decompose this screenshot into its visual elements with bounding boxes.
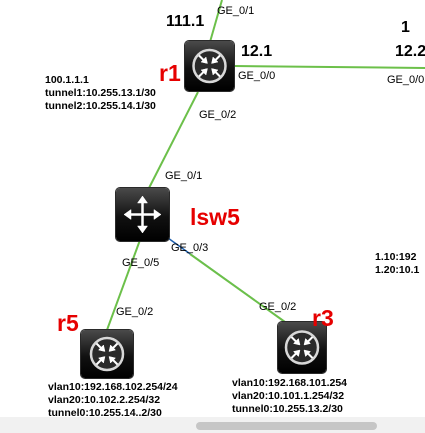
scrollbar-thumb[interactable]	[196, 422, 377, 430]
link-r1-lsw5	[148, 91, 199, 189]
r5-vlan10: vlan10:192.168.102.254/24	[48, 381, 178, 393]
router-r3[interactable]	[278, 322, 326, 373]
r1-address-right: 12.1	[241, 43, 273, 60]
router-r1[interactable]	[185, 41, 234, 91]
port-lsw5-ge0-3: GE_0/3	[171, 242, 209, 254]
port-r1-ge0-1: GE_0/1	[217, 5, 255, 17]
switch-icon	[123, 195, 162, 234]
r5-vlan20: vlan20:10.102.2.254/32	[48, 394, 161, 406]
port-r1-ge0-2: GE_0/2	[199, 109, 237, 121]
right-address-2: 12.2	[395, 43, 425, 60]
node-name-r1: r1	[159, 60, 181, 86]
node-name-r3: r3	[312, 305, 334, 331]
r3-info: vlan10:192.168.101.254 vlan20:10.101.1.2…	[232, 377, 347, 416]
port-right-ge0-0: GE_0/0	[387, 74, 425, 86]
right-info: 1.10:192 1.20:10.1	[375, 251, 419, 277]
r5-info: vlan10:192.168.102.254/24 vlan20:10.102.…	[48, 381, 178, 420]
port-r1-ge0-0: GE_0/0	[238, 70, 276, 82]
r1-info: 100.1.1.1 tunnel1:10.255.13.1/30 tunnel2…	[45, 74, 156, 113]
r1-loopback: 100.1.1.1	[45, 74, 89, 86]
router-icon	[284, 330, 320, 365]
right-vlan10: 1.10:192	[375, 251, 417, 263]
r1-tunnel1: tunnel1:10.255.13.1/30	[45, 87, 156, 99]
r1-tunnel2: tunnel2:10.255.14.1/30	[45, 100, 156, 112]
node-name-lsw5: lsw5	[190, 204, 240, 230]
r1-address-top: 111.1	[166, 13, 205, 30]
link-r1-up	[209, 0, 223, 43]
r5-tunnel0: tunnel0:10.255.14..2/30	[48, 407, 162, 419]
right-vlan20: 1.20:10.1	[375, 264, 420, 276]
router-icon	[192, 48, 227, 84]
link-r1-right	[233, 65, 425, 69]
node-name-r5: r5	[57, 310, 79, 336]
port-lsw5-ge0-1: GE_0/1	[165, 170, 203, 182]
link-lsw5-r5	[106, 239, 141, 331]
port-r5-ge0-2: GE_0/2	[116, 306, 154, 318]
switch-lsw5[interactable]	[116, 188, 169, 241]
port-lsw5-ge0-5: GE_0/5	[122, 257, 160, 269]
r3-vlan10: vlan10:192.168.101.254	[232, 377, 348, 389]
port-r3-ge0-2: GE_0/2	[259, 301, 297, 313]
r3-vlan20: vlan20:10.101.1.254/32	[232, 390, 345, 402]
link-lsw5-r3-overlay	[189, 253, 286, 323]
r3-tunnel0: tunnel0:10.255.13.2/30	[232, 403, 343, 415]
router-r5[interactable]	[81, 330, 133, 378]
right-address-1: 1	[401, 19, 410, 36]
router-icon	[89, 336, 125, 372]
